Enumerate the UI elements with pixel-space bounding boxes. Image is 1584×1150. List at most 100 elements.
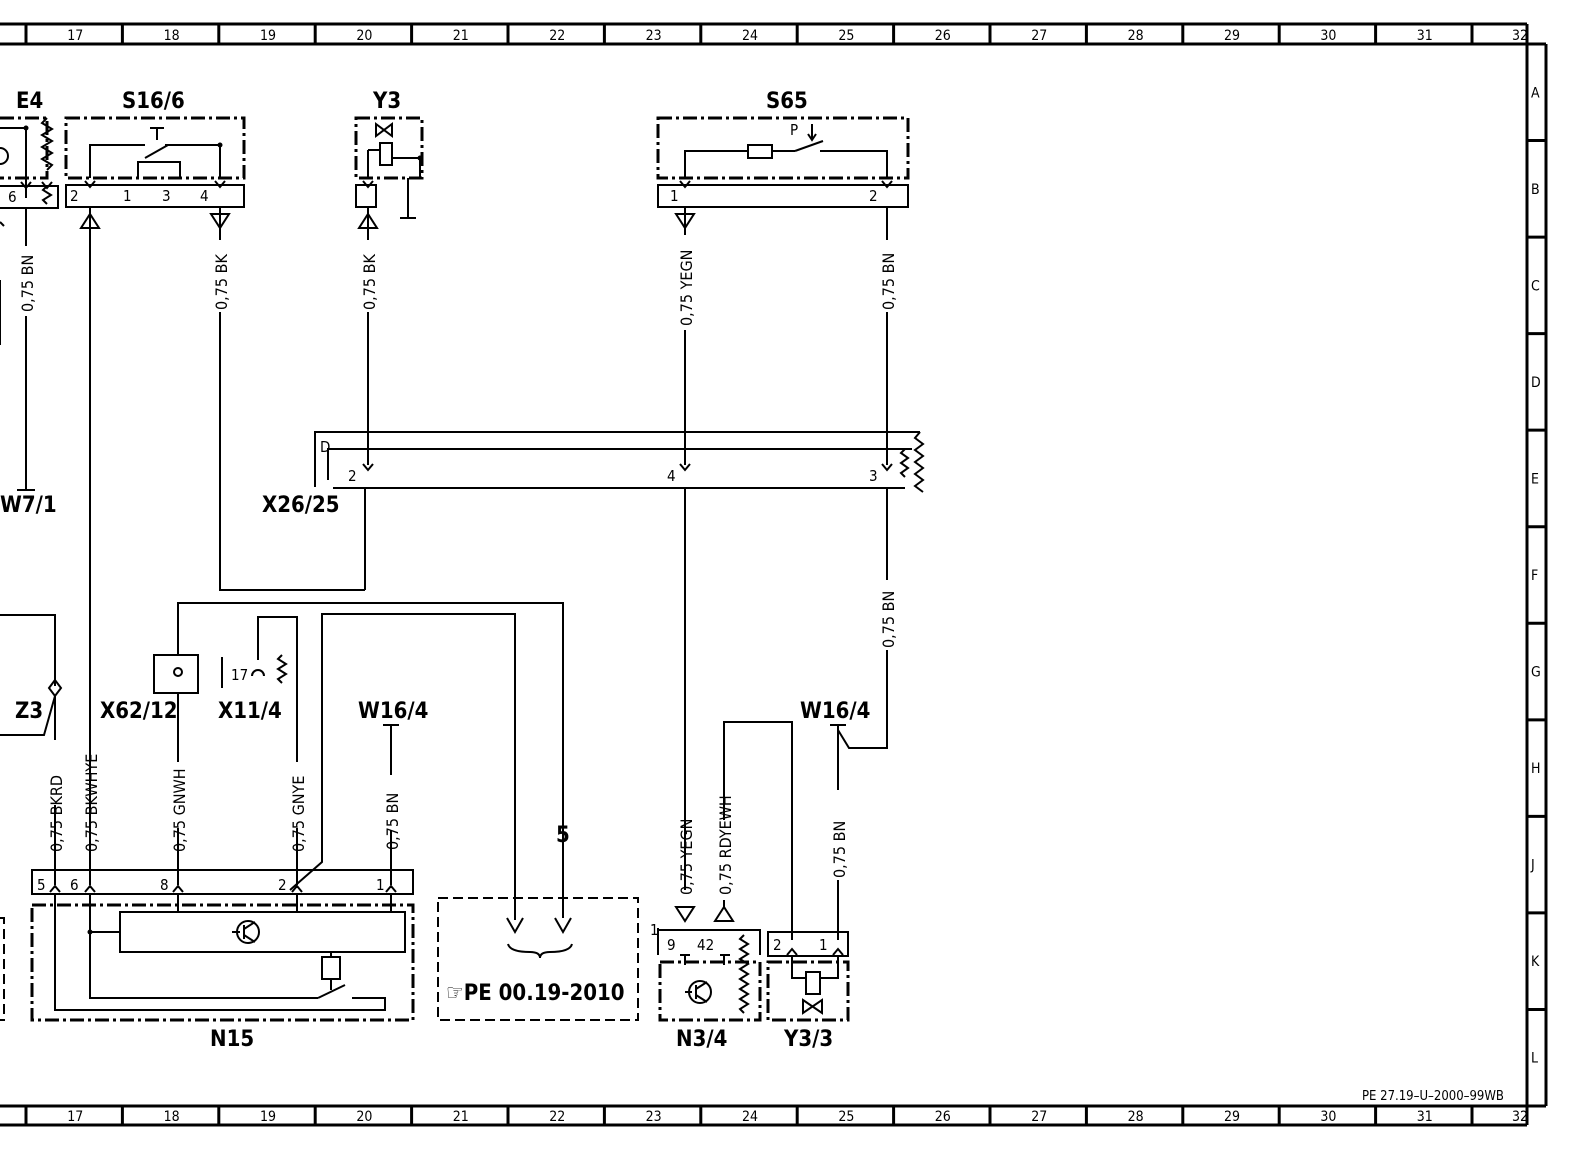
row-label-B: B <box>1531 182 1540 198</box>
pin-s16-2: 2 <box>70 187 79 205</box>
column-label-32: 32 <box>1512 28 1528 44</box>
column-label-26: 26 <box>935 28 951 44</box>
column-label-bottom-22: 22 <box>549 1109 565 1125</box>
component-y3-3: 2 1 <box>766 931 850 1022</box>
label-n3-4: N3/4 <box>676 1027 727 1052</box>
component-pe-reference: ☞PE 00.19-2010 5 <box>437 823 639 1021</box>
column-label-bottom-31: 31 <box>1417 1109 1433 1125</box>
wire-s65-bn: 0,75 BN 0,75 BN <box>837 207 898 749</box>
column-label-18: 18 <box>164 28 180 44</box>
wire-s16-bk: 0,75 BK <box>209 207 365 591</box>
document-reference: PE 27.19–U–2000–99WB <box>1362 1089 1504 1104</box>
pe-reference-text: ☞PE 00.19-2010 <box>446 981 625 1006</box>
partial-component-left <box>0 917 5 1021</box>
pin-n15-5: 5 <box>37 876 46 894</box>
pin-s16-4: 4 <box>200 187 209 205</box>
column-label-bottom-29: 29 <box>1224 1109 1240 1125</box>
component-x26-25: D 2 4 3 <box>314 431 925 493</box>
column-label-24: 24 <box>742 28 758 44</box>
label-w7-1: W7/1 <box>0 493 57 518</box>
column-label-bottom-18: 18 <box>164 1109 180 1125</box>
column-label-20: 20 <box>356 28 372 44</box>
pin-x26-4: 4 <box>667 467 676 485</box>
wire-bkwhye: 0,75 BKWHYE <box>79 207 101 885</box>
component-s16-6: S16/6 2 1 3 4 <box>64 89 246 208</box>
wire-label-s16-bk: 0,75 BK <box>212 254 231 310</box>
column-label-bottom-25: 25 <box>838 1109 854 1125</box>
component-w16-4-left: W16/4 0,75 BN <box>358 699 428 885</box>
column-label-28: 28 <box>1128 28 1144 44</box>
s65-pressure-symbol: P <box>790 121 798 139</box>
wire-z3-bkrd: 0,75 BKRD <box>47 696 66 885</box>
wire-label-gnwh: 0,75 GNWH <box>170 768 189 852</box>
pin-s65-2: 2 <box>869 187 878 205</box>
row-label-H: H <box>1531 761 1540 777</box>
wire-label-s65-yegn: 0,75 YEGN <box>677 250 696 326</box>
label-x62-12: X62/12 <box>100 699 178 724</box>
pin-s16-1: 1 <box>123 187 132 205</box>
wire-label-n15-bn: 0,75 BN <box>383 793 402 850</box>
row-label-D: D <box>1531 375 1541 391</box>
column-label-23: 23 <box>646 28 662 44</box>
wire-label-x26-bn: 0,75 BN <box>879 591 898 648</box>
wire-label-s65-bn: 0,75 BN <box>879 253 898 310</box>
component-n15: 5 6 8 2 1 <box>30 869 415 1022</box>
pin-x26-3: 3 <box>869 467 878 485</box>
wire-label-n3-yegn: 0,75 YEGN <box>677 819 696 895</box>
column-label-bottom-20: 20 <box>356 1109 372 1125</box>
component-s65: S65 P 1 2 <box>656 89 910 208</box>
wire-label-bkwhye: 0,75 BKWHYE <box>82 754 101 852</box>
column-label-27: 27 <box>1031 28 1047 44</box>
column-label-22: 22 <box>549 28 565 44</box>
wire-y3-bk: 0,75 BK <box>357 207 379 590</box>
label-e4: E4 <box>16 89 43 114</box>
column-label-bottom-21: 21 <box>453 1109 469 1125</box>
component-n3-4: 1 9 42 <box>650 905 762 1022</box>
column-label-bottom-28: 28 <box>1128 1109 1144 1125</box>
column-label-bottom-27: 27 <box>1031 1109 1047 1125</box>
wire-gnye: 0,75 GNYE <box>289 613 516 920</box>
column-label-19: 19 <box>260 28 276 44</box>
row-label-K: K <box>1531 954 1540 970</box>
row-label-A: A <box>1531 85 1540 101</box>
wire-label-y33-bn: 0,75 BN <box>830 821 849 878</box>
pin-n15-1: 1 <box>376 876 385 894</box>
label-y3: Y3 <box>372 89 401 114</box>
wire-gnwh: 0,75 GNWH <box>170 693 189 885</box>
pin-n15-6: 6 <box>70 876 79 894</box>
component-e4: E4 6 <box>0 89 59 209</box>
wire-label-n3-rdyewh: 0,75 RDYEWH <box>716 795 735 895</box>
wire-label-gnye: 0,75 GNYE <box>289 776 308 852</box>
x26-25-code: D <box>320 438 330 456</box>
pin-n15-8: 8 <box>160 876 169 894</box>
column-label-bottom-26: 26 <box>935 1109 951 1125</box>
pin-y33-1: 1 <box>819 936 828 954</box>
pin-e4-6: 6 <box>8 188 17 206</box>
column-label-bottom-19: 19 <box>260 1109 276 1125</box>
column-label-bottom-24: 24 <box>742 1109 758 1125</box>
row-label-C: C <box>1531 278 1540 294</box>
row-label-J: J <box>1530 858 1535 874</box>
component-x11-4: 17 X11/4 <box>218 616 298 724</box>
pin-y33-2: 2 <box>773 936 782 954</box>
wire-n3-rdyewh: 0,75 RDYEWH <box>716 721 793 940</box>
component-y3: Y3 <box>354 89 424 219</box>
wire-s65-yegn: 0,75 YEGN <box>674 207 696 890</box>
row-label-L: L <box>1531 1051 1538 1067</box>
column-label-bottom-30: 30 <box>1320 1109 1336 1125</box>
label-x26-25: X26/25 <box>262 493 340 518</box>
label-y3-3: Y3/3 <box>783 1027 833 1052</box>
column-label-bottom-17: 17 <box>67 1109 83 1125</box>
column-label-31: 31 <box>1417 28 1433 44</box>
label-w16-4-right: W16/4 <box>800 699 870 724</box>
column-label-30: 30 <box>1320 28 1336 44</box>
wire-label-e4-bn: 0,75 BN <box>18 255 37 312</box>
component-x62-12: X62/12 <box>100 602 564 830</box>
pin-x26-2: 2 <box>348 467 357 485</box>
label-z3: Z3 <box>15 699 43 724</box>
pin-s65-1: 1 <box>670 187 679 205</box>
row-label-E: E <box>1531 471 1539 487</box>
